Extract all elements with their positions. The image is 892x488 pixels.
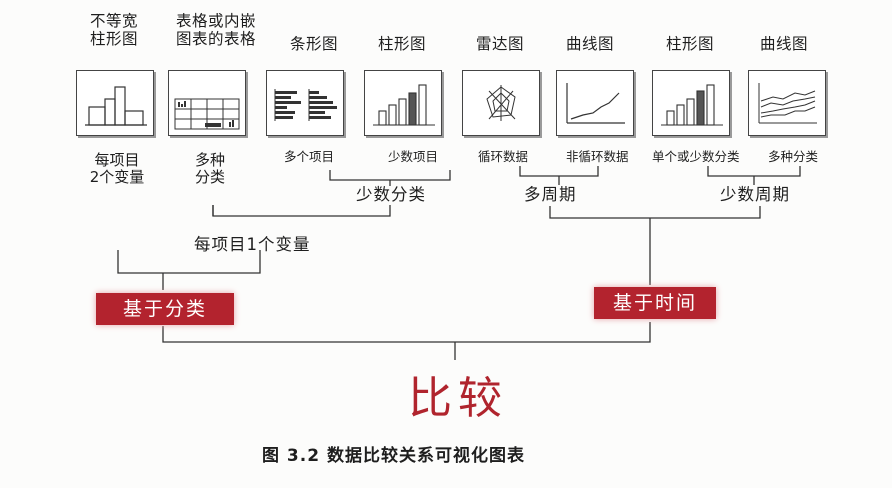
variable-width-column-icon <box>85 86 147 126</box>
sublabel-line-2: 2个变量 <box>89 168 145 187</box>
figure-caption: 图 3.2 数据比较关系可视化图表 <box>262 446 525 466</box>
sublabel-many-items: 多个项目 <box>284 149 335 164</box>
thumb-column-chart <box>364 70 442 136</box>
header-column-chart: 柱形图 <box>377 35 426 53</box>
sublabel-two-variables: 每项目 2个变量 <box>72 151 162 187</box>
sublabel-non-cyclic-data: 非循环数据 <box>566 149 629 164</box>
thumb-curve-chart-time <box>748 70 826 136</box>
column-chart-icon <box>373 84 435 126</box>
group-label-many-periods: 多周期 <box>524 185 577 204</box>
thumb-radar-chart <box>462 70 540 136</box>
header-line-1: 表格或内嵌 <box>175 12 256 30</box>
group-label-one-variable: 每项目1个变量 <box>194 235 311 254</box>
header-line-1: 不等宽 <box>89 12 138 30</box>
sublabel-cyclic-data: 循环数据 <box>478 149 529 164</box>
thumb-bar-chart <box>266 70 344 136</box>
sublabel-line-2: 分类 <box>194 168 225 187</box>
header-table-embedded: 表格或内嵌 图表的表格 <box>158 12 274 49</box>
thumb-variable-width-column <box>76 70 154 136</box>
bar-chart-icon <box>274 89 337 121</box>
header-curve-chart: 曲线图 <box>565 35 614 53</box>
badge-by-time: 基于时间 <box>594 287 716 319</box>
header-line-2: 柱形图 <box>89 29 138 48</box>
group-label-few-periods: 少数周期 <box>720 185 790 204</box>
curve-chart-icon <box>566 83 625 124</box>
header-curve-chart-time: 曲线图 <box>759 35 808 53</box>
header-bar-chart: 条形图 <box>289 35 338 53</box>
sublabel-line-1: 多种 <box>194 151 225 169</box>
sublabel-few-items: 少数项目 <box>388 149 439 164</box>
thumb-column-chart-time <box>652 70 730 136</box>
diagram-title: 比较 <box>408 373 508 424</box>
sublabel-many-categories: 多种 分类 <box>180 151 240 187</box>
radar-chart-icon <box>486 85 516 121</box>
group-label-few-categories: 少数分类 <box>356 185 426 204</box>
header-column-chart-time: 柱形图 <box>665 35 714 53</box>
header-line-2: 图表的表格 <box>175 29 256 48</box>
sublabel-line-1: 每项目 <box>94 151 140 169</box>
sublabel-single-few-categories: 单个或少数分类 <box>652 149 740 164</box>
thumb-table-embedded <box>168 70 246 136</box>
header-variable-width-column: 不等宽 柱形图 <box>70 12 158 49</box>
thumb-curve-chart <box>556 70 634 136</box>
header-radar-chart: 雷达图 <box>475 35 524 53</box>
sublabel-many-categories-time: 多种分类 <box>768 149 819 164</box>
table-icon <box>174 98 240 130</box>
column-chart-time-icon <box>661 84 723 126</box>
multi-curve-chart-icon <box>758 83 817 124</box>
badge-by-category: 基于分类 <box>96 293 234 325</box>
